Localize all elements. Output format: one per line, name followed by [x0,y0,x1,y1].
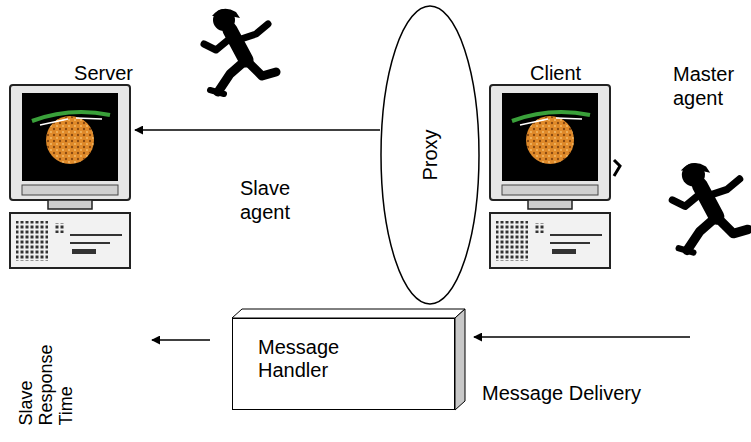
client-computer [490,85,610,268]
server-computer [10,85,130,268]
node-label: Proxy [419,129,442,180]
box-side-face [455,309,465,410]
response-arrow [152,339,210,341]
connector-arrow [135,129,380,131]
proxy-ellipse: Proxy [380,5,480,305]
delivery-label: Message Delivery [482,381,702,405]
box-top-face [232,309,465,318]
node-label: Client [530,62,615,85]
server-node: Server [10,62,135,270]
slave-agent-figure [204,9,276,94]
agent-label: Master agent [673,62,749,110]
message-handler-box: Message Handler [232,318,455,410]
master-agent-figure [672,163,748,252]
edge-label: Slave agent [240,176,310,224]
proxy-ellipse-shape [381,6,479,304]
node-label: Message Handler [258,336,368,382]
client-detail [614,160,620,176]
node-label: Server [10,62,133,85]
delivery-arrow [474,336,690,338]
client-node: Client [490,62,615,270]
response-time-label: Slave Response Time [15,331,75,426]
